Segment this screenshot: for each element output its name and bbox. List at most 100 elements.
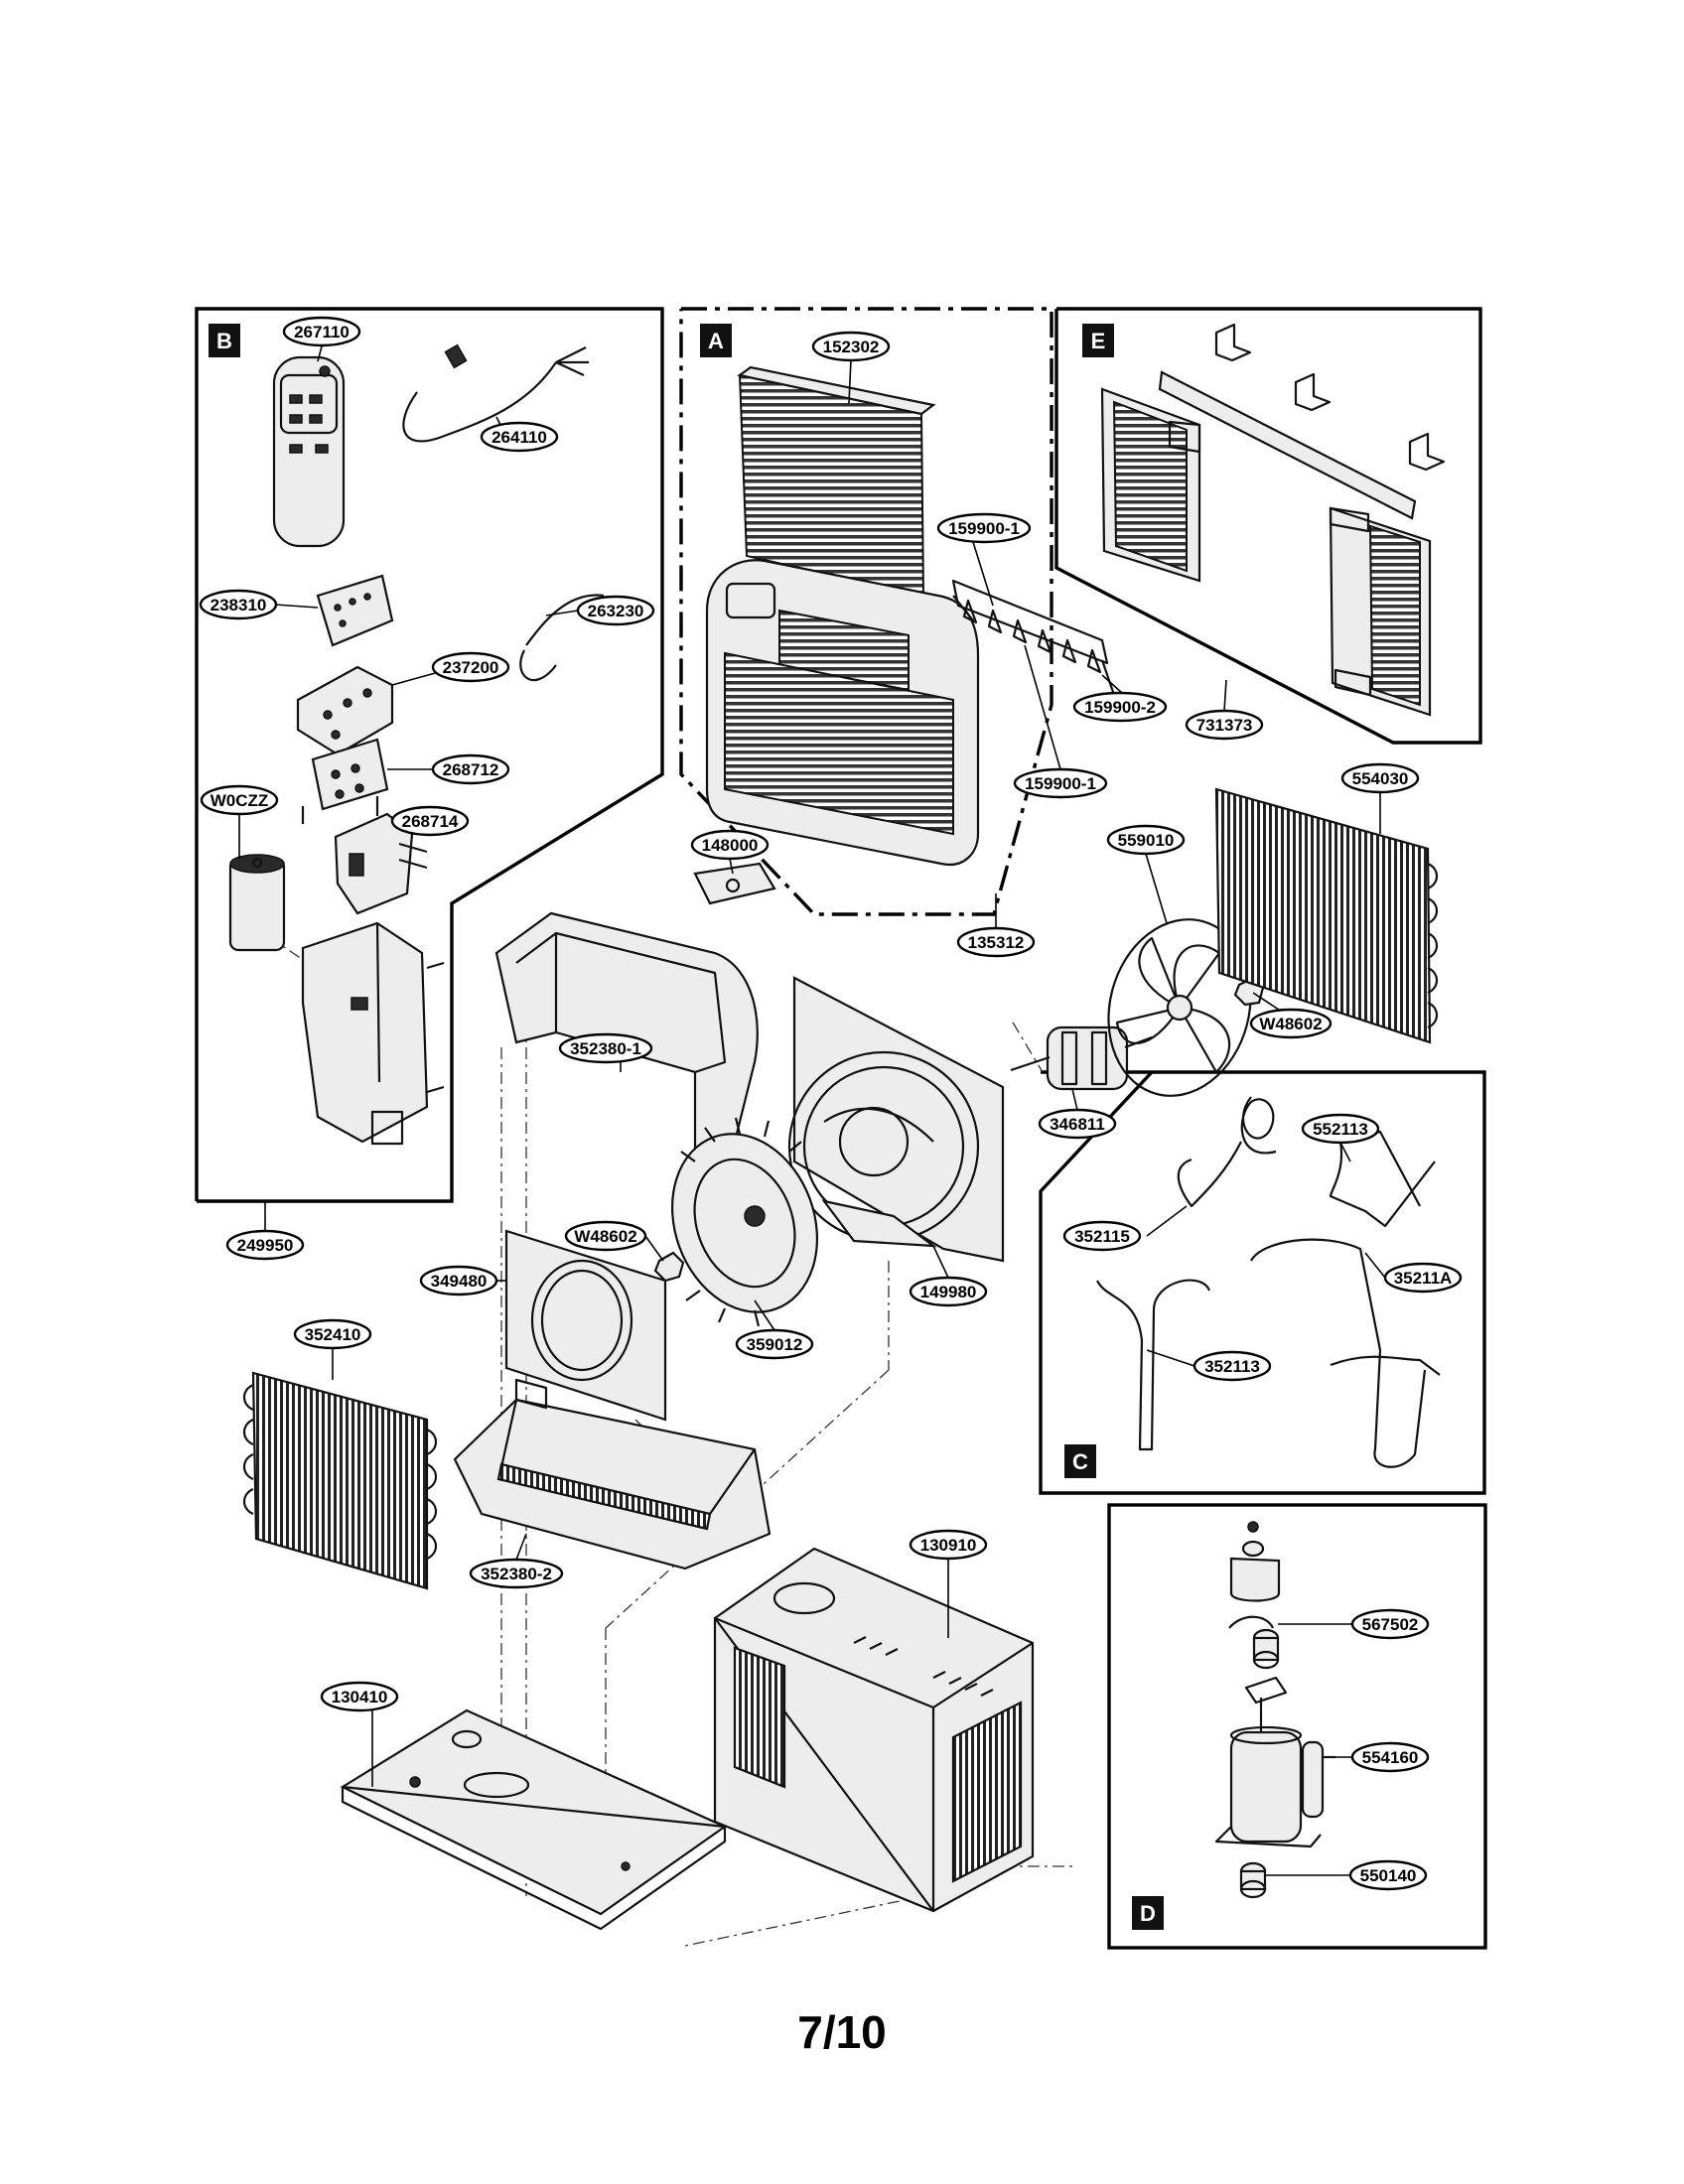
- callout-237200: 237200: [431, 651, 510, 683]
- svg-text:352115: 352115: [1074, 1227, 1130, 1246]
- mounting-brackets: [1214, 323, 1446, 472]
- svg-text:159900-2: 159900-2: [1084, 698, 1156, 717]
- callout-152302: 152302: [811, 331, 891, 362]
- louver-set: [951, 579, 1116, 696]
- main-pcb: [334, 812, 428, 915]
- section-b-parts: [228, 343, 605, 1146]
- svg-text:35211A: 35211A: [1394, 1269, 1453, 1288]
- callout-346811: 346811: [1038, 1108, 1117, 1140]
- fan-motor: [1010, 1025, 1153, 1091]
- callout-554160: 554160: [1350, 1741, 1430, 1773]
- svg-text:148000: 148000: [702, 836, 759, 855]
- svg-text:135312: 135312: [968, 933, 1025, 952]
- sensor-wire: [519, 594, 605, 681]
- svg-text:352113: 352113: [1204, 1357, 1260, 1376]
- svg-text:130410: 130410: [332, 1688, 388, 1706]
- remote-control: [272, 355, 346, 548]
- callout-550140: 550140: [1348, 1859, 1428, 1891]
- callout-35211a: 35211A: [1383, 1262, 1463, 1294]
- callout-249950: 249950: [225, 1229, 305, 1261]
- grommet-550140: [1239, 1861, 1267, 1899]
- section-frames: [195, 307, 1487, 1950]
- svg-text:554030: 554030: [1352, 769, 1409, 788]
- power-cord: [402, 343, 589, 443]
- section-d-frame: [1107, 1503, 1487, 1950]
- capillary-tube: [1177, 1096, 1277, 1208]
- svg-text:W48602: W48602: [574, 1227, 636, 1246]
- callout-554030: 554030: [1340, 762, 1420, 794]
- svg-text:237200: 237200: [443, 658, 499, 677]
- compressor-554160: [1214, 1698, 1335, 1848]
- fan-shroud-349480: [504, 1229, 667, 1422]
- callout-238310: 238310: [199, 589, 278, 620]
- front-grille: [705, 559, 980, 867]
- callout-731373: 731373: [1185, 709, 1264, 741]
- svg-text:349480: 349480: [431, 1272, 488, 1291]
- grommet-567502: [1244, 1628, 1288, 1705]
- callout-159900-1-bottom: 159900-1: [1013, 767, 1108, 799]
- control-pcb: [301, 738, 389, 824]
- callout-349480: 349480: [419, 1265, 498, 1297]
- svg-text:B: B: [216, 329, 232, 353]
- svg-text:731373: 731373: [1196, 716, 1253, 735]
- callout-352113: 352113: [1193, 1350, 1272, 1382]
- section-b-frame: [195, 307, 664, 1203]
- callout-359012: 359012: [735, 1328, 814, 1360]
- svg-text:263230: 263230: [588, 602, 644, 620]
- tube-552113-top: [1329, 1130, 1436, 1228]
- side-curtain-right: [1329, 506, 1432, 717]
- blower-fan-359012: [670, 1117, 819, 1327]
- svg-text:D: D: [1140, 1901, 1156, 1926]
- callout-149980: 149980: [909, 1276, 988, 1307]
- control-cover: [296, 665, 394, 756]
- top-rail: [1158, 370, 1417, 520]
- callout-567502: 567502: [1350, 1608, 1430, 1640]
- section-badge-b: B: [209, 324, 240, 357]
- svg-text:352410: 352410: [305, 1325, 361, 1344]
- svg-text:554160: 554160: [1362, 1748, 1419, 1767]
- callout-559010: 559010: [1106, 824, 1186, 856]
- svg-text:352380-2: 352380-2: [481, 1565, 552, 1583]
- section-d-parts: [1214, 1521, 1335, 1899]
- svg-text:359012: 359012: [747, 1335, 803, 1354]
- evaporator-352410: [242, 1371, 438, 1590]
- section-e-frame: [1054, 307, 1482, 745]
- svg-text:149980: 149980: [920, 1283, 977, 1301]
- section-c-parts: [1096, 1096, 1441, 1468]
- condenser-554030: [1214, 787, 1439, 1044]
- section-e-parts: [1100, 323, 1446, 717]
- section-badge-e: E: [1082, 324, 1114, 357]
- air-filter: [737, 365, 936, 598]
- callout-268712: 268712: [431, 753, 510, 785]
- callout-263230: 263230: [576, 595, 655, 626]
- callout-130410: 130410: [320, 1681, 399, 1712]
- callout-159900-2: 159900-2: [1072, 691, 1168, 723]
- svg-text:352380-1: 352380-1: [570, 1039, 641, 1058]
- barrier-149980: [787, 976, 1005, 1263]
- svg-text:A: A: [708, 329, 724, 353]
- base-pan-130410: [340, 1708, 728, 1931]
- callout-148000: 148000: [690, 829, 770, 861]
- side-curtain-left: [1100, 387, 1201, 583]
- tube-35211a: [1250, 1238, 1441, 1468]
- section-a-parts: [705, 365, 1116, 867]
- section-c-frame: [1039, 1070, 1486, 1495]
- svg-text:130910: 130910: [920, 1536, 977, 1555]
- capacitor: [228, 854, 286, 952]
- nut-w48602-left: [653, 1251, 685, 1283]
- callout-352380-2: 352380-2: [469, 1558, 564, 1589]
- section-badge-c: C: [1064, 1444, 1096, 1478]
- control-box: [301, 921, 445, 1146]
- clip-148000: [693, 862, 776, 905]
- air-guide-lower-352380-2: [453, 1378, 772, 1570]
- page-number: 7/10: [797, 2006, 887, 2058]
- svg-text:268712: 268712: [443, 760, 499, 779]
- section-badge-d: D: [1132, 1896, 1164, 1930]
- callout-264110: 264110: [480, 421, 559, 453]
- section-badges: B A E C D: [209, 324, 1164, 1930]
- callout-159900-1-top: 159900-1: [936, 512, 1032, 544]
- svg-text:552113: 552113: [1313, 1120, 1368, 1139]
- svg-text:249950: 249950: [237, 1236, 294, 1255]
- svg-text:E: E: [1091, 329, 1106, 353]
